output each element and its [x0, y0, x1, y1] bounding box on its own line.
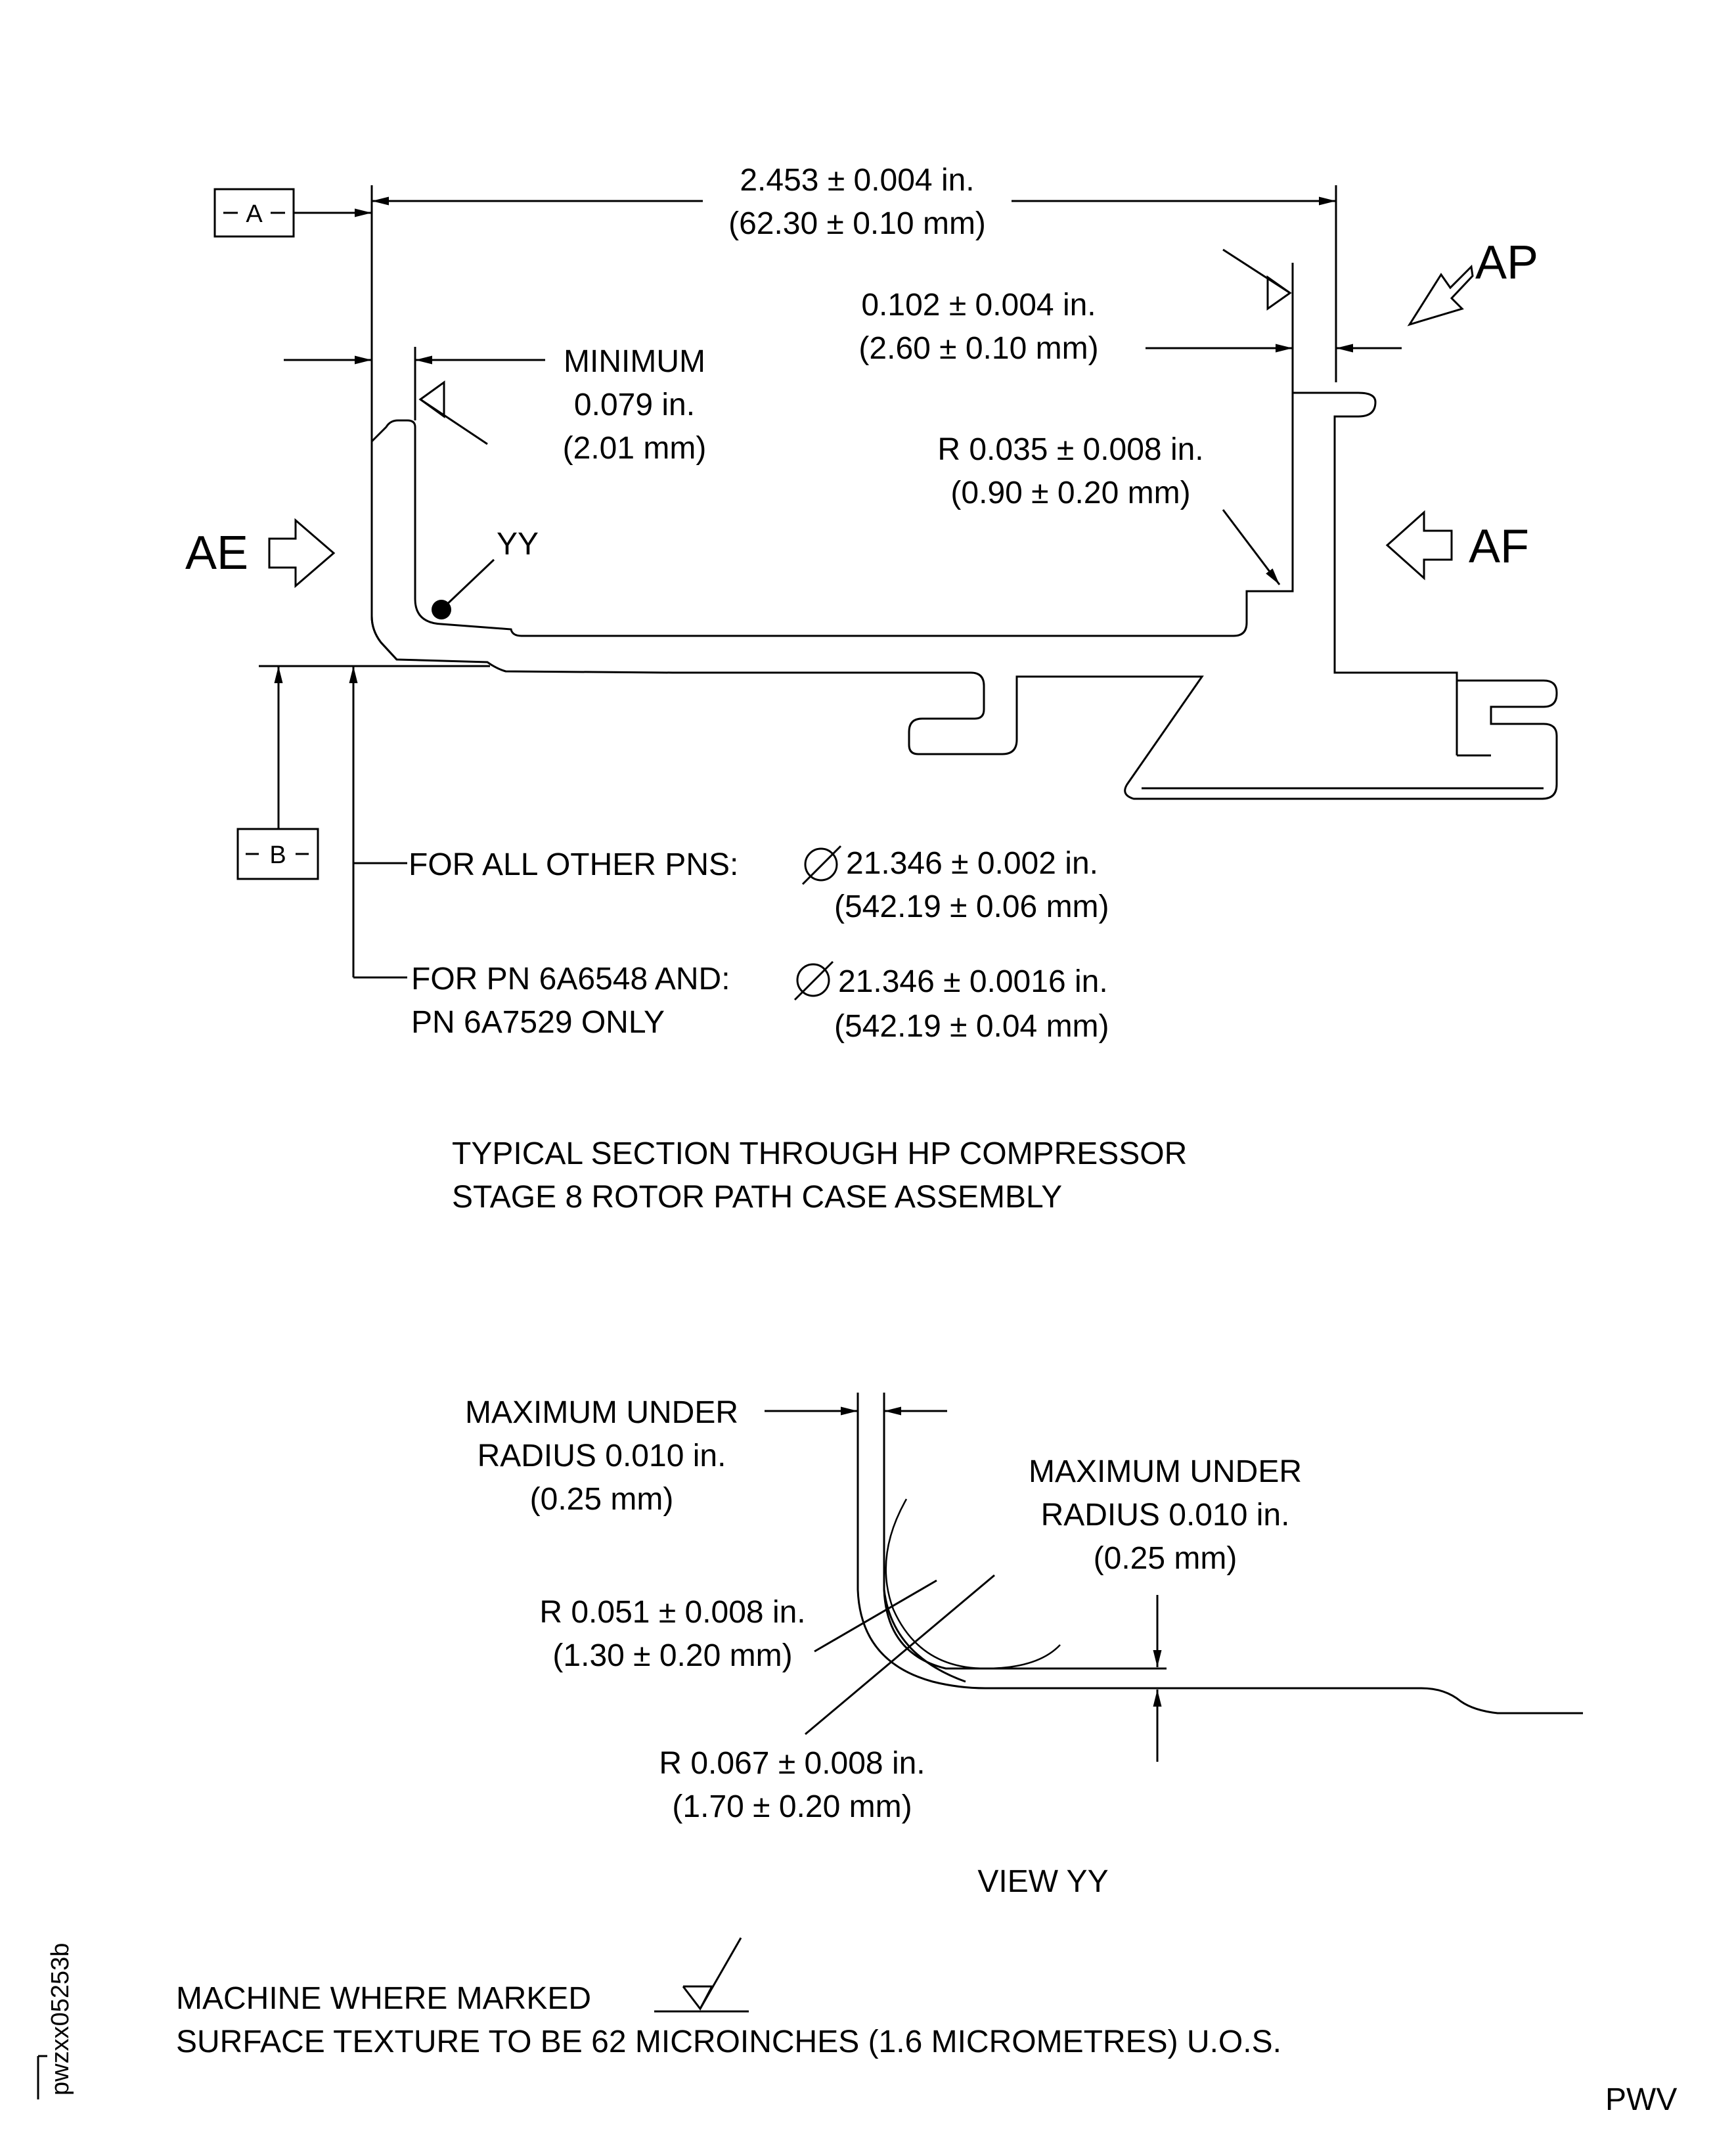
radius-small-mm: (1.30 ± 0.20 mm) — [552, 1638, 792, 1673]
section-title: TYPICAL SECTION THROUGH HP COMPRESSOR ST… — [452, 1136, 1187, 1215]
datum-a-label: A — [246, 200, 263, 228]
figure-id-text: pwzxx05253b — [47, 1943, 74, 2095]
yy-label: YY — [497, 527, 539, 562]
section-title-line1: TYPICAL SECTION THROUGH HP COMPRESSOR — [452, 1136, 1187, 1171]
figure-id: pwzxx05253b — [37, 1943, 74, 2099]
diameter-specific-callout: FOR PN 6A6548 AND: PN 6A7529 ONLY 21.346… — [352, 863, 1109, 1044]
diameter-specific-label-2: PN 6A7529 ONLY — [411, 1005, 665, 1040]
diameter-symbol-icon — [793, 960, 834, 1001]
minimum-mm: (2.01 mm) — [563, 431, 707, 466]
radius-large-inch: R 0.067 ± 0.008 in. — [659, 1746, 925, 1781]
diameter-other-inch: 21.346 ± 0.002 in. — [846, 846, 1098, 881]
corner-radius-callout: R 0.035 ± 0.008 in. (0.90 ± 0.20 mm) — [937, 432, 1281, 585]
diameter-other-label: FOR ALL OTHER PNS: — [409, 847, 738, 882]
diameter-specific-label-1: FOR PN 6A6548 AND: — [411, 962, 730, 997]
under-radius-left-2: RADIUS 0.010 in. — [478, 1439, 726, 1473]
view-arrow-ap: AP — [1407, 236, 1538, 326]
radius-large-mm: (1.70 ± 0.20 mm) — [672, 1789, 912, 1824]
corner-radius-mm: (0.90 ± 0.20 mm) — [950, 476, 1190, 510]
note-line-2: SURFACE TEXTURE TO BE 62 MICROINCHES (1.… — [176, 2025, 1281, 2059]
datum-a-box: A — [213, 188, 372, 238]
yy-leader: YY — [432, 527, 539, 619]
diameter-other-mm: (542.19 ± 0.06 mm) — [834, 889, 1109, 924]
view-ae-label: AE — [185, 527, 248, 579]
under-radius-right-3: (0.25 mm) — [1094, 1541, 1237, 1576]
overall-width-dimension: 2.453 ± 0.004 in. (62.30 ± 0.10 mm) — [370, 163, 1337, 441]
part-profile — [370, 392, 1558, 800]
corner-radius-inch: R 0.035 ± 0.008 in. — [937, 432, 1203, 467]
diameter-symbol-icon — [801, 845, 842, 885]
notes: MACHINE WHERE MARKED SURFACE TEXTURE TO … — [176, 1937, 1281, 2059]
radius-small-inch: R 0.051 ± 0.008 in. — [539, 1595, 805, 1630]
diameter-specific-inch: 21.346 ± 0.0016 in. — [838, 964, 1108, 999]
minimum-wall-dimension: MINIMUM 0.079 in. (2.01 mm) — [284, 344, 706, 466]
machine-surface-symbol-icon — [654, 1937, 749, 2013]
overall-width-mm: (62.30 ± 0.10 mm) — [728, 206, 986, 241]
view-yy-detail: MAXIMUM UNDER RADIUS 0.010 in. (0.25 mm)… — [465, 1393, 1583, 1899]
diameter-other-callout: FOR ALL OTHER PNS: 21.346 ± 0.002 in. (5… — [353, 845, 1109, 924]
view-af-label: AF — [1469, 520, 1529, 573]
diameter-specific-mm: (542.19 ± 0.04 mm) — [834, 1009, 1109, 1044]
minimum-label: MINIMUM — [564, 344, 705, 379]
minimum-inch: 0.079 in. — [574, 388, 695, 422]
view-ap-label: AP — [1475, 236, 1538, 289]
under-radius-left-3: (0.25 mm) — [530, 1482, 674, 1517]
under-radius-left-1: MAXIMUM UNDER — [465, 1395, 738, 1430]
section-title-line2: STAGE 8 ROTOR PATH CASE ASSEMBLY — [452, 1180, 1062, 1215]
flange-thickness-inch: 0.102 ± 0.004 in. — [861, 288, 1096, 323]
view-arrow-ae: AE — [185, 518, 336, 589]
overall-width-inch: 2.453 ± 0.004 in. — [740, 163, 974, 198]
view-arrow-af: AF — [1385, 510, 1529, 581]
datum-b-box: B — [236, 665, 490, 880]
view-yy-title: VIEW YY — [977, 1864, 1108, 1899]
note-line-1: MACHINE WHERE MARKED — [176, 1981, 591, 2016]
flange-thickness-dimension: 0.102 ± 0.004 in. (2.60 ± 0.10 mm) — [858, 248, 1402, 393]
flange-thickness-mm: (2.60 ± 0.10 mm) — [858, 331, 1098, 366]
footer-code: PWV — [1605, 2082, 1677, 2117]
datum-b-label: B — [269, 841, 286, 869]
under-radius-right-1: MAXIMUM UNDER — [1029, 1454, 1302, 1489]
under-radius-right-2: RADIUS 0.010 in. — [1041, 1498, 1290, 1533]
